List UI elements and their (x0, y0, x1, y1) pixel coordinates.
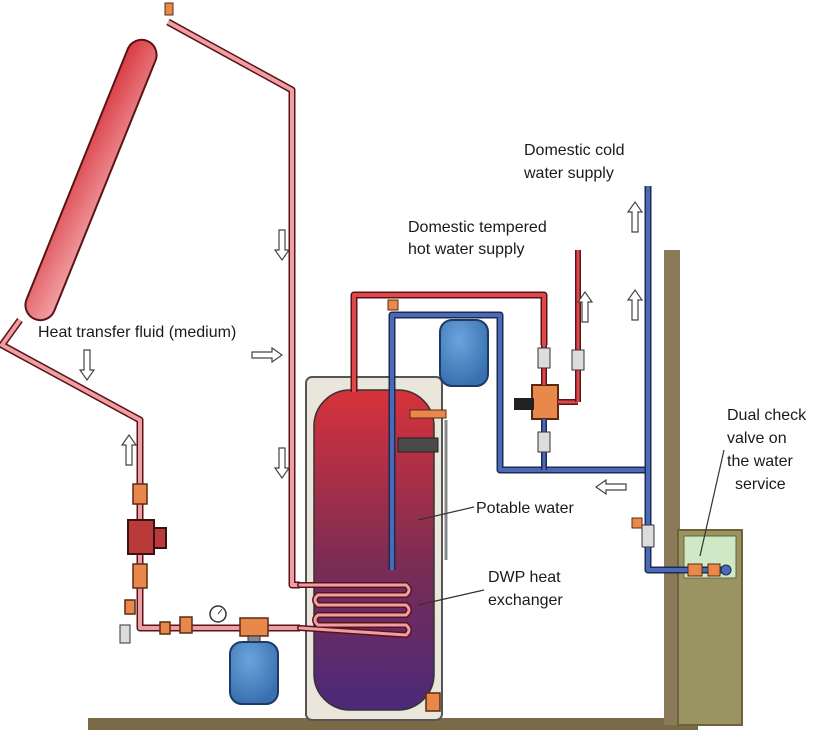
arrow-left-icon (594, 478, 627, 496)
flow-arrows (78, 200, 644, 496)
arrow-down-icon (273, 229, 291, 262)
label-hx-2: exchanger (488, 592, 563, 609)
label-tempered-1: Domestic tempered (408, 219, 547, 236)
arrow-down-icon (273, 447, 291, 480)
arrow-right-icon (251, 346, 284, 364)
label-cold-supply-2: water supply (523, 165, 614, 182)
solar-return-pipe (0, 317, 300, 632)
exterior-wall (664, 250, 680, 725)
floor (88, 718, 698, 730)
solar-expansion-tank (229, 617, 279, 705)
label-dual-check-4: service (735, 476, 786, 493)
tank-sensor (397, 409, 448, 560)
storage-tank (305, 376, 443, 721)
solar-collector (24, 2, 174, 322)
label-tempered-2: hot water supply (408, 241, 525, 258)
label-cold-supply-1: Domestic cold (524, 142, 624, 159)
arrow-up-icon (626, 288, 644, 321)
dual-check-valve (687, 563, 732, 577)
solar-supply-pipe (166, 18, 300, 589)
dhw-expansion-tank (439, 319, 489, 387)
label-dual-check-2: valve on (727, 430, 787, 447)
cold-dip-tube (388, 311, 648, 570)
label-hx-1: DWP heat (488, 569, 561, 586)
label-heat-transfer-fluid: Heat transfer fluid (medium) (38, 324, 236, 341)
arrow-down-icon (78, 349, 96, 382)
arrow-up-icon (120, 433, 138, 466)
arrow-up-icon (626, 200, 644, 233)
tempering-valve (514, 345, 578, 470)
circulator-pump (119, 483, 167, 644)
label-dual-check-1: Dual check (727, 407, 807, 424)
tank-drain-valve (425, 692, 441, 712)
heat-exchanger-coil (297, 582, 412, 639)
tank-hot-outlet-pipe (350, 291, 548, 392)
pressure-gauge (159, 605, 227, 635)
tempered-hot-pipe (571, 250, 585, 402)
label-dual-check-3: the water (727, 453, 793, 470)
leader-lines (417, 449, 725, 606)
arrow-up-icon (576, 290, 594, 323)
label-potable-water: Potable water (476, 500, 575, 517)
cold-tee-fitting (387, 299, 399, 311)
